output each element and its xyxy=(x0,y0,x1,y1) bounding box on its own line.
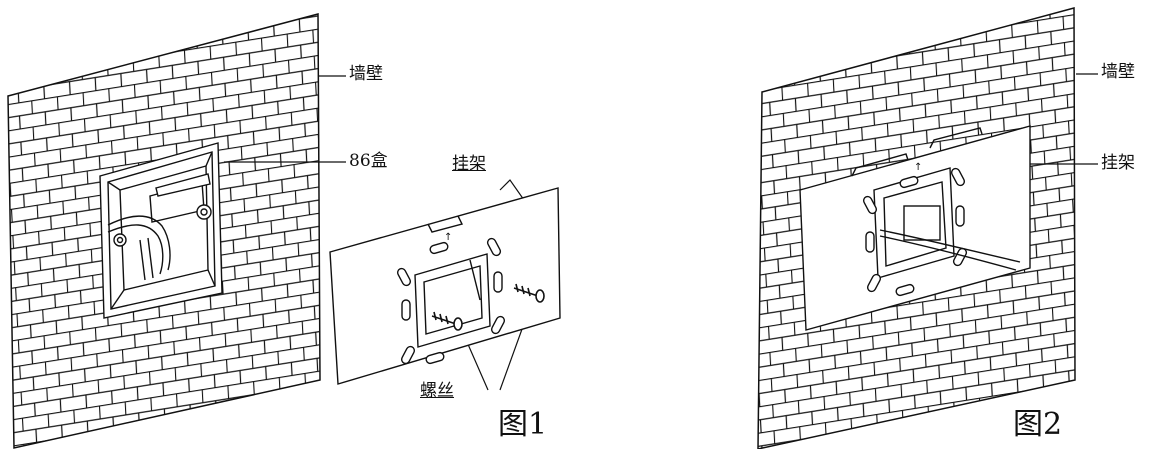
svg-text:↑: ↑ xyxy=(914,162,922,173)
bracket-label-2: 挂架 xyxy=(1101,153,1135,173)
figure-2: ↑ xyxy=(757,7,1098,449)
mounting-bracket-2: ↑ xyxy=(799,125,1031,331)
screws xyxy=(431,283,545,331)
bracket-label-1: 挂架 xyxy=(452,154,486,174)
figure-1: ↑ xyxy=(7,13,561,449)
mounting-bracket-1: ↑ xyxy=(329,187,561,385)
screws-label: 螺丝 xyxy=(420,381,454,401)
svg-text:↑: ↑ xyxy=(444,232,452,243)
leader-lines-2 xyxy=(1030,73,1098,165)
figure-1-caption: 图1 xyxy=(498,407,548,442)
box-label: 86盒 xyxy=(349,151,388,171)
figure-2-caption: 图2 xyxy=(1013,407,1063,442)
wall-label-1: 墙壁 xyxy=(349,64,383,84)
wall-label-2: 墙壁 xyxy=(1101,62,1135,82)
junction-box-86 xyxy=(99,142,223,319)
